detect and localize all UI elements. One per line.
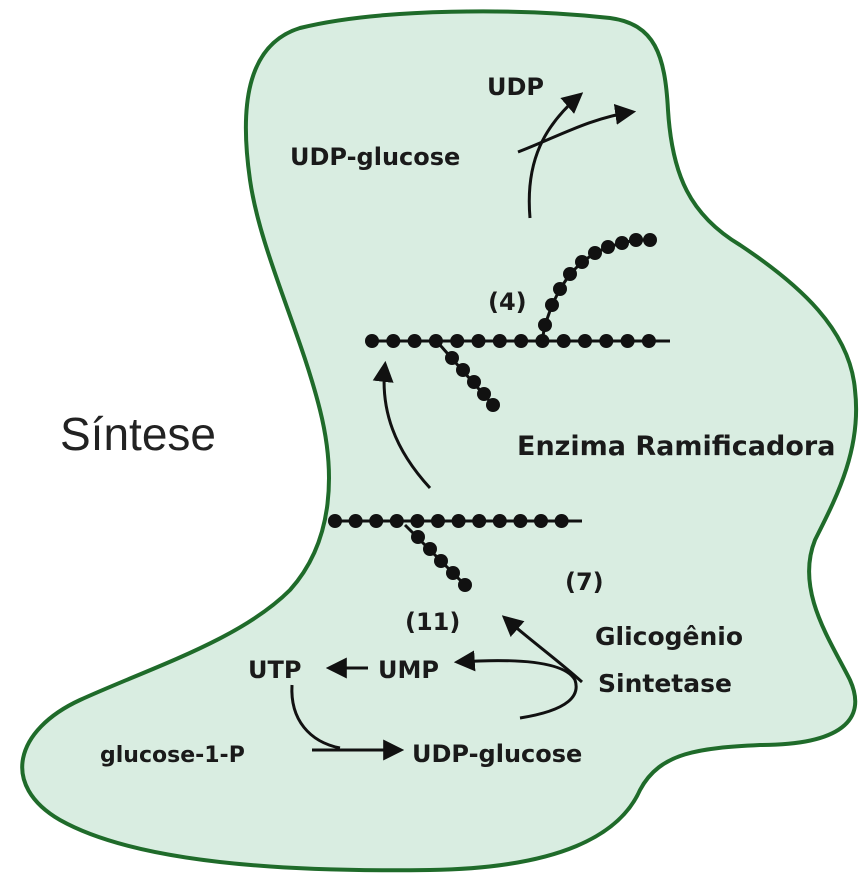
glycogen-chain-linear <box>328 514 582 592</box>
glycogen-chain-branched <box>365 233 670 412</box>
label-udp: UDP <box>487 73 544 101</box>
glucose-residue <box>553 282 567 296</box>
glucose-residue <box>446 566 460 580</box>
glucose-residue <box>513 514 528 528</box>
glucose-residue <box>629 233 643 247</box>
glucose-residue <box>456 363 470 377</box>
glucose-residue <box>514 334 529 348</box>
glucose-residue <box>643 233 657 247</box>
label-utp: UTP <box>248 656 301 684</box>
glucose-residue <box>410 514 425 528</box>
glucose-residue <box>492 514 507 528</box>
label-glycogen-synthase-line1: Glicogênio <box>595 622 743 651</box>
glucose-residue <box>486 398 500 412</box>
glucose-residue <box>599 334 614 348</box>
glucose-residue <box>369 514 384 528</box>
glucose-residue <box>386 334 401 348</box>
arrow-synthase-to-chain <box>501 615 584 684</box>
synthesis-region <box>20 9 859 873</box>
diagram-title: Síntese <box>60 408 216 460</box>
glucose-residue <box>389 514 404 528</box>
label-udp-glucose-bottom: UDP-glucose <box>412 740 582 768</box>
arrow-utp-to-udp-glucose <box>290 684 341 750</box>
arrow-synthase-to-ump <box>453 650 578 720</box>
glucose-residue <box>407 334 422 348</box>
glucose-residue <box>428 334 443 348</box>
glucose-residue <box>328 514 342 528</box>
label-udp-glucose-top: UDP-glucose <box>290 143 460 171</box>
glucose-residue <box>575 255 589 269</box>
glucose-residue <box>431 514 445 528</box>
glucose-residue <box>556 334 571 348</box>
glucose-residue <box>450 334 465 348</box>
glucose-residue <box>534 514 548 528</box>
glucose-residue <box>615 236 629 250</box>
glucose-residue <box>423 542 437 556</box>
glucose-residue <box>492 334 507 348</box>
glucose-residue <box>641 334 656 348</box>
label-step-11: (11) <box>405 608 460 636</box>
glucose-residue <box>538 318 552 332</box>
glucose-residue <box>578 334 592 348</box>
glucose-residue <box>434 554 448 568</box>
glucose-residue <box>477 387 491 401</box>
glucose-residue <box>554 514 569 528</box>
glucose-residue <box>472 514 487 528</box>
glucose-residue <box>471 334 486 348</box>
glucose-residue <box>365 334 379 348</box>
label-glucose-1-p: glucose-1-P <box>100 743 245 768</box>
arrow-branching-step <box>372 360 432 490</box>
glucose-residue <box>411 530 425 544</box>
glucose-residue <box>601 240 615 254</box>
glucose-residue <box>467 375 481 389</box>
glucose-residue <box>563 267 577 281</box>
arrow-to-udp <box>527 92 584 219</box>
glucose-residue <box>620 334 635 348</box>
glucose-residue <box>458 578 472 592</box>
label-glycogen-synthase-line2: Sintetase <box>598 669 732 698</box>
arrow-udp-glucose-in <box>517 103 637 154</box>
glucose-residue <box>445 351 459 365</box>
label-ump: UMP <box>378 656 439 684</box>
label-step-7: (7) <box>565 568 604 596</box>
glucose-residue <box>451 514 466 528</box>
glucose-residue <box>545 298 559 312</box>
label-branching-enzyme: Enzima Ramificadora <box>517 431 835 462</box>
label-step-4: (4) <box>488 288 527 316</box>
glucose-residue <box>588 246 602 260</box>
glucose-residue <box>348 514 363 528</box>
